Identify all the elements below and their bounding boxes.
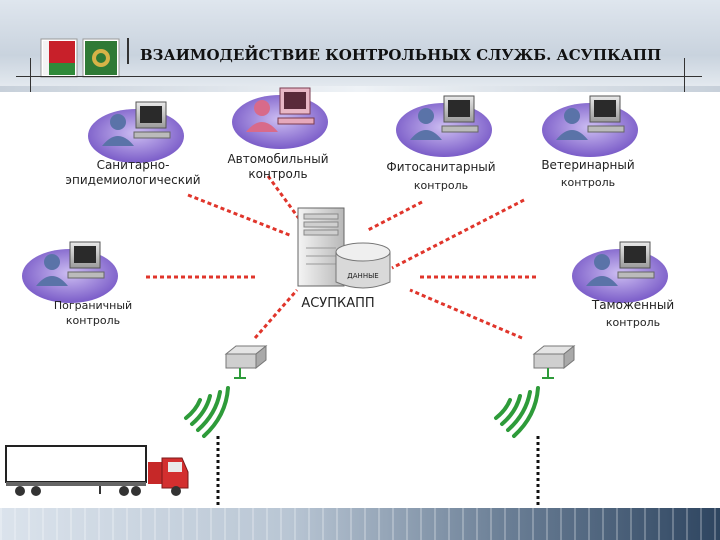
database-label: ДАННЫЕ (347, 272, 379, 280)
truck-icon (5, 445, 189, 496)
label-customs-line1: Таможенный (591, 298, 675, 312)
person-body (102, 136, 134, 146)
page-title: ВЗАИМОДЕЙСТВИЕ КОНТРОЛЬНЫХ СЛУЖБ. АСУПКА… (140, 46, 662, 64)
footer-band (0, 508, 720, 540)
link-phyto (367, 200, 423, 232)
network-switch-icon (224, 344, 268, 379)
label-auto: Автомобильный контроль (216, 152, 340, 182)
node-border-workstation (22, 241, 118, 303)
database-icon (335, 242, 391, 289)
keyboard (133, 131, 171, 139)
label-auto-line2: контроль (248, 167, 308, 181)
node-sanitary-workstation (88, 101, 184, 163)
label-border-line1: Пограничный (53, 299, 133, 312)
label-border-line2: контроль (65, 314, 121, 327)
header-rule (16, 76, 702, 77)
header-tick-right (684, 58, 685, 92)
label-auto-line1: Автомобильный (227, 152, 329, 166)
node-auto-workstation (232, 87, 328, 149)
wireless-signal-icon (494, 386, 540, 438)
label-customs: Таможенный контроль (578, 298, 688, 330)
label-sanitary-line1: Санитарно- (96, 158, 170, 172)
link-sanitary (187, 193, 293, 238)
person-head (110, 114, 126, 130)
node-vet-workstation (542, 95, 638, 157)
flag-emblem-icon (40, 38, 120, 78)
label-phyto: Фитосанитарный контроль (376, 160, 506, 193)
node-customs-workstation (572, 241, 668, 303)
title-divider-line (127, 38, 129, 64)
wireless-signal-icon (184, 386, 230, 438)
label-border: Пограничный контроль (38, 298, 148, 328)
label-phyto-line2: контроль (413, 179, 469, 192)
header-tick-left (30, 58, 31, 92)
label-sanitary: Санитарно- эпидемиологический (58, 158, 208, 188)
label-vet-line1: Ветеринарный (541, 158, 635, 172)
dashed-links (146, 175, 536, 340)
label-sanitary-line2: эпидемиологический (65, 173, 201, 187)
label-vet: Ветеринарный контроль (532, 158, 644, 190)
link-auto (266, 175, 302, 221)
link-switch-left (253, 289, 299, 339)
network-switch-icon (532, 344, 576, 379)
label-phyto-line1: Фитосанитарный (386, 160, 496, 174)
label-customs-line2: контроль (605, 316, 661, 329)
system-label: АСУПКАПП (301, 296, 375, 311)
node-phyto-workstation (396, 95, 492, 157)
link-switch-right (409, 288, 523, 340)
link-vet (391, 198, 525, 270)
label-vet-line2: контроль (560, 176, 616, 189)
